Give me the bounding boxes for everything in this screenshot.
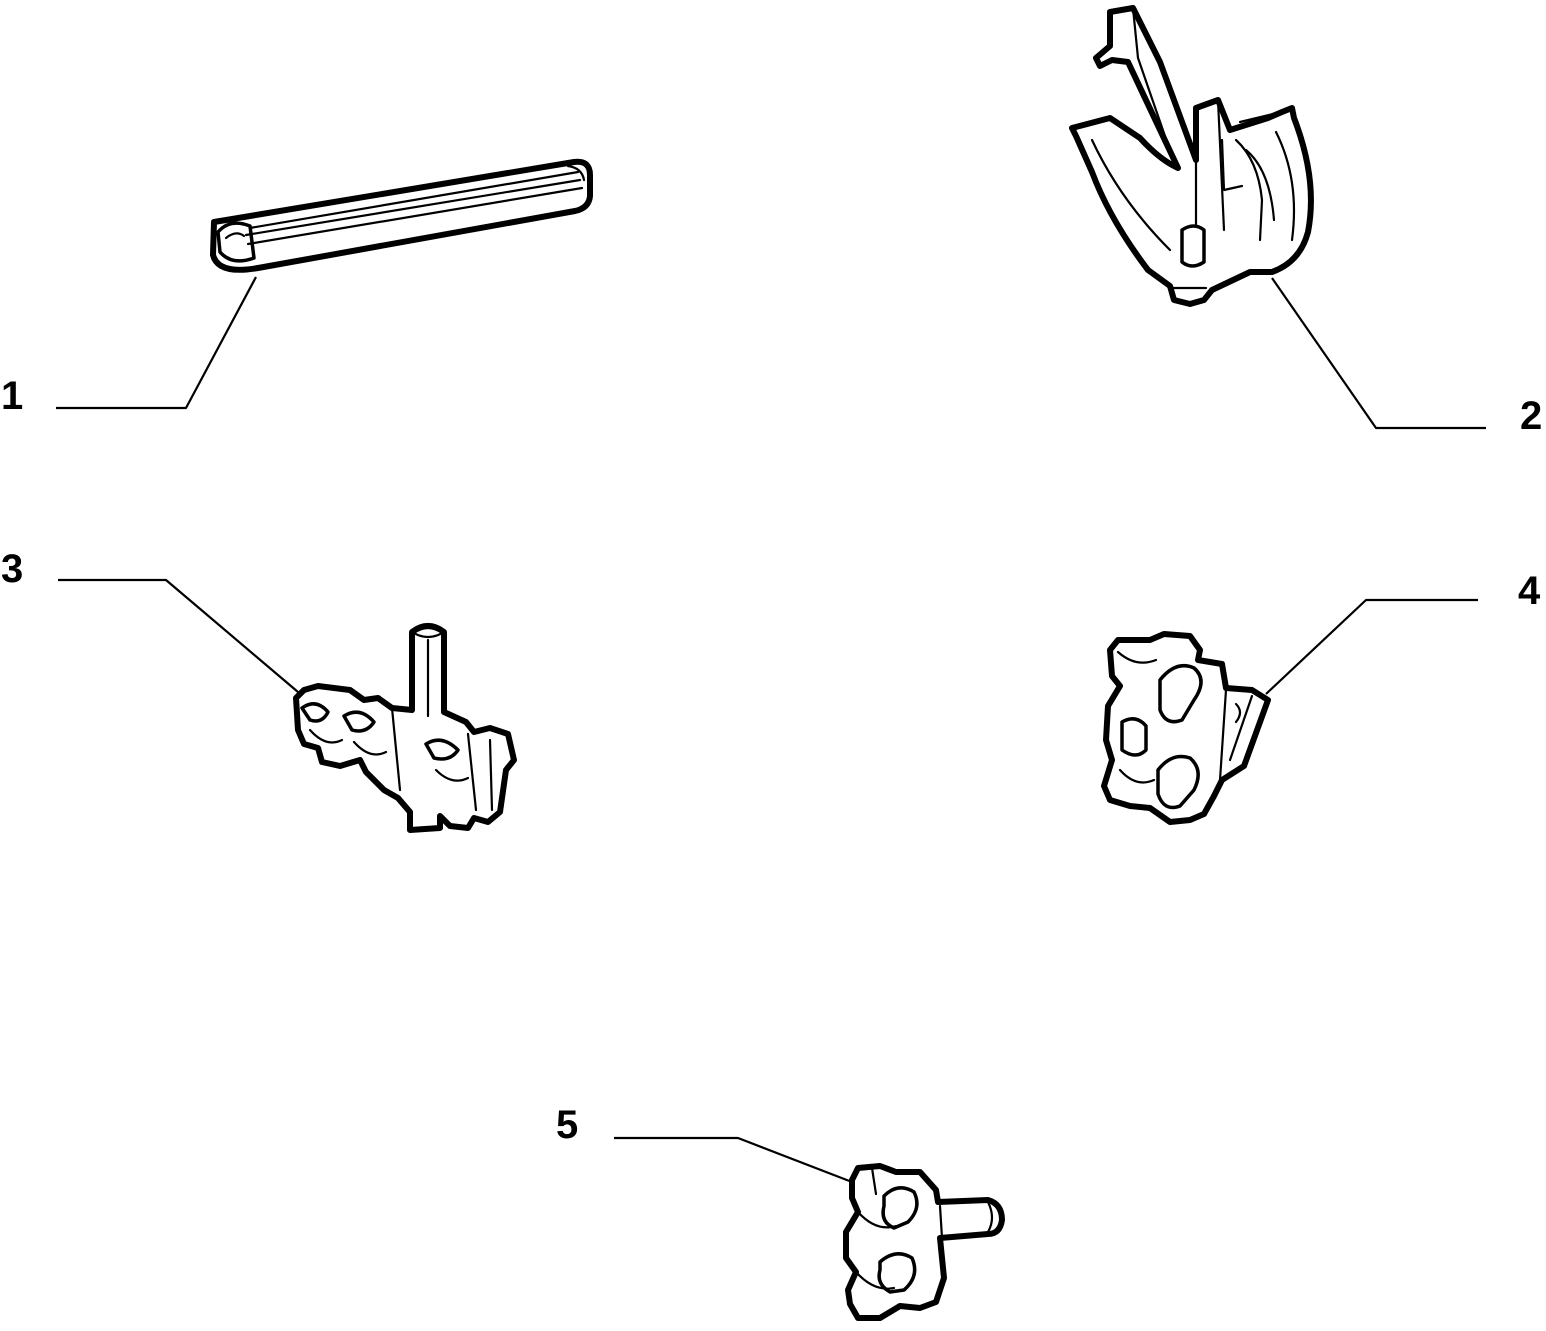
part-3-triple-pipe-clip (293, 623, 517, 833)
callout-leader-2 (1271, 277, 1486, 430)
callout-number-4: 4 (1518, 569, 1541, 613)
callout-number-1: 1 (1, 374, 23, 418)
callout-leader-3 (58, 578, 299, 693)
callout-leader-5 (614, 1136, 853, 1184)
callout-number-2: 2 (1520, 394, 1542, 438)
part-2-hook-bracket (1069, 5, 1314, 307)
callout-leader-1 (56, 276, 257, 410)
part-5-single-pipe-clip (843, 1163, 1005, 1321)
part-1-channel-strip (210, 158, 593, 273)
callout-number-3: 3 (1, 547, 23, 591)
part-4-double-pipe-clip (1101, 631, 1271, 825)
callout-leader-4 (1265, 598, 1478, 695)
callout-number-5: 5 (556, 1103, 578, 1147)
